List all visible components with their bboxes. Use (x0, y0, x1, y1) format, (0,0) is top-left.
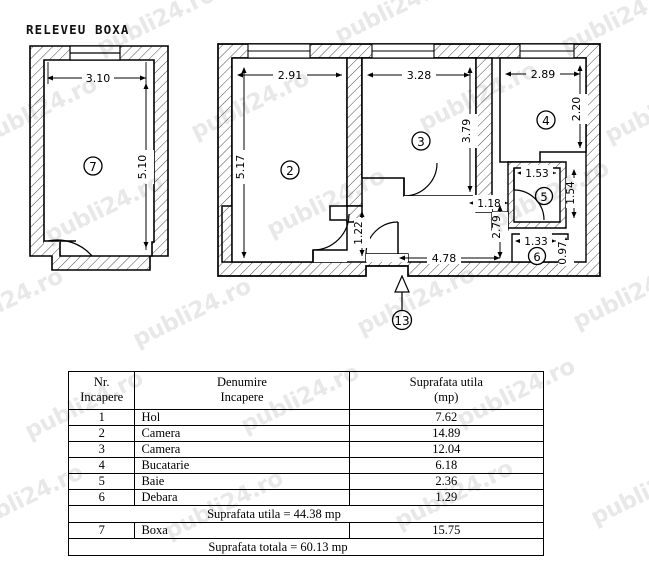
table-row: 1 Hol 7.62 (67, 408, 545, 426)
cell-nr: 7 (67, 521, 136, 539)
room6-dim-width: 1.33 (524, 236, 547, 248)
table-subtotal-row: Suprafata utila = 44.38 mp (68, 504, 544, 523)
cell-name: Camera (134, 424, 350, 442)
header-suprafata-line2: (mp) (434, 389, 459, 404)
header-nr-line1: Nr. (93, 375, 110, 389)
boxa-plan: 3.10 5.10 7 (29, 45, 169, 271)
room4-dim-height: 2.20 (570, 97, 583, 122)
cell-area: 2.36 (348, 472, 545, 490)
cell-nr: 5 (67, 472, 136, 490)
cell-nr: 6 (67, 488, 136, 506)
room-label-2: 2 (286, 164, 294, 178)
subtotal-label: Suprafata utila = 44.38 mp (68, 504, 544, 523)
hall-dim-width: 4.78 (432, 252, 457, 265)
room2-dim-width: 2.91 (278, 69, 303, 82)
cell-name: Hol (134, 408, 350, 426)
table-header-row: Nr. Incapere Denumire Incapere Suprafata… (67, 371, 545, 410)
hall-dim-2: 2.79 (491, 215, 503, 238)
table-row: 2 Camera 14.89 (67, 424, 545, 442)
entrance-marker: 13 (391, 274, 413, 331)
room-label-3: 3 (417, 135, 425, 149)
room5-dim-width: 1.53 (525, 168, 548, 180)
header-suprafata-line1: Suprafata utila (409, 375, 483, 389)
watermark-text: publi24.ro (586, 451, 649, 531)
header-nr: Nr. Incapere (67, 371, 136, 410)
header-suprafata: Suprafata utila (mp) (348, 371, 545, 410)
header-nr-line2: Incapere (80, 389, 124, 404)
room-label-6: 6 (533, 250, 540, 264)
room3-dim-height: 3.79 (460, 119, 473, 144)
cell-area: 12.04 (348, 440, 545, 458)
page-title: RELEVEU BOXA (26, 22, 130, 37)
cell-name: Camera (134, 440, 350, 458)
room6-dim-height: 0.97 (557, 241, 569, 264)
boxa-dim-height: 5.10 (136, 155, 149, 180)
cell-area: 6.18 (348, 456, 545, 474)
cell-area: 14.89 (348, 424, 545, 442)
cell-nr: 2 (67, 424, 136, 442)
room4-dim-width: 2.89 (531, 68, 556, 81)
header-denumire-line2: Incapere (220, 389, 264, 404)
table-row: 6 Debara 1.29 (67, 488, 545, 506)
table-row: 7 Boxa 15.75 (67, 521, 545, 539)
room-label-7: 7 (89, 160, 97, 174)
room3-dim-width: 3.28 (407, 69, 432, 82)
cell-area: 7.62 (348, 408, 545, 426)
hall-dim-3: 1.22 (353, 221, 365, 244)
table-total-row: Suprafata totala = 60.13 mp (68, 537, 544, 556)
cell-nr: 3 (67, 440, 136, 458)
room-schedule-table: Nr. Incapere Denumire Incapere Suprafata… (67, 371, 545, 556)
table-row: 4 Bucatarie 6.18 (67, 456, 545, 474)
hall-dim-1: 1.18 (477, 198, 500, 210)
cell-area: 15.75 (348, 521, 545, 539)
cell-nr: 1 (67, 408, 136, 426)
cell-nr: 4 (67, 456, 136, 474)
total-label: Suprafata totala = 60.13 mp (68, 537, 544, 556)
header-denumire: Denumire Incapere (134, 371, 350, 410)
entrance-marker-label: 13 (394, 314, 409, 328)
table-row: 3 Camera 12.04 (67, 440, 545, 458)
table-row: 5 Baie 2.36 (67, 472, 545, 490)
room-label-4: 4 (542, 114, 550, 128)
room-label-5: 5 (540, 190, 547, 204)
cell-name: Boxa (134, 521, 350, 539)
boxa-dim-width: 3.10 (86, 72, 111, 85)
room2-dim-height: 5.17 (234, 155, 247, 180)
header-denumire-line1: Denumire (216, 375, 267, 389)
cell-name: Bucatarie (134, 456, 350, 474)
cell-name: Baie (134, 472, 350, 490)
floorplan-drawing: 3.10 5.10 7 (29, 43, 601, 331)
room5-dim-height: 1.54 (565, 181, 577, 205)
apartment-plan: 2.91 5.17 2 3.28 3.79 (217, 43, 601, 331)
cell-area: 1.29 (348, 488, 545, 506)
cell-name: Debara (134, 488, 350, 506)
